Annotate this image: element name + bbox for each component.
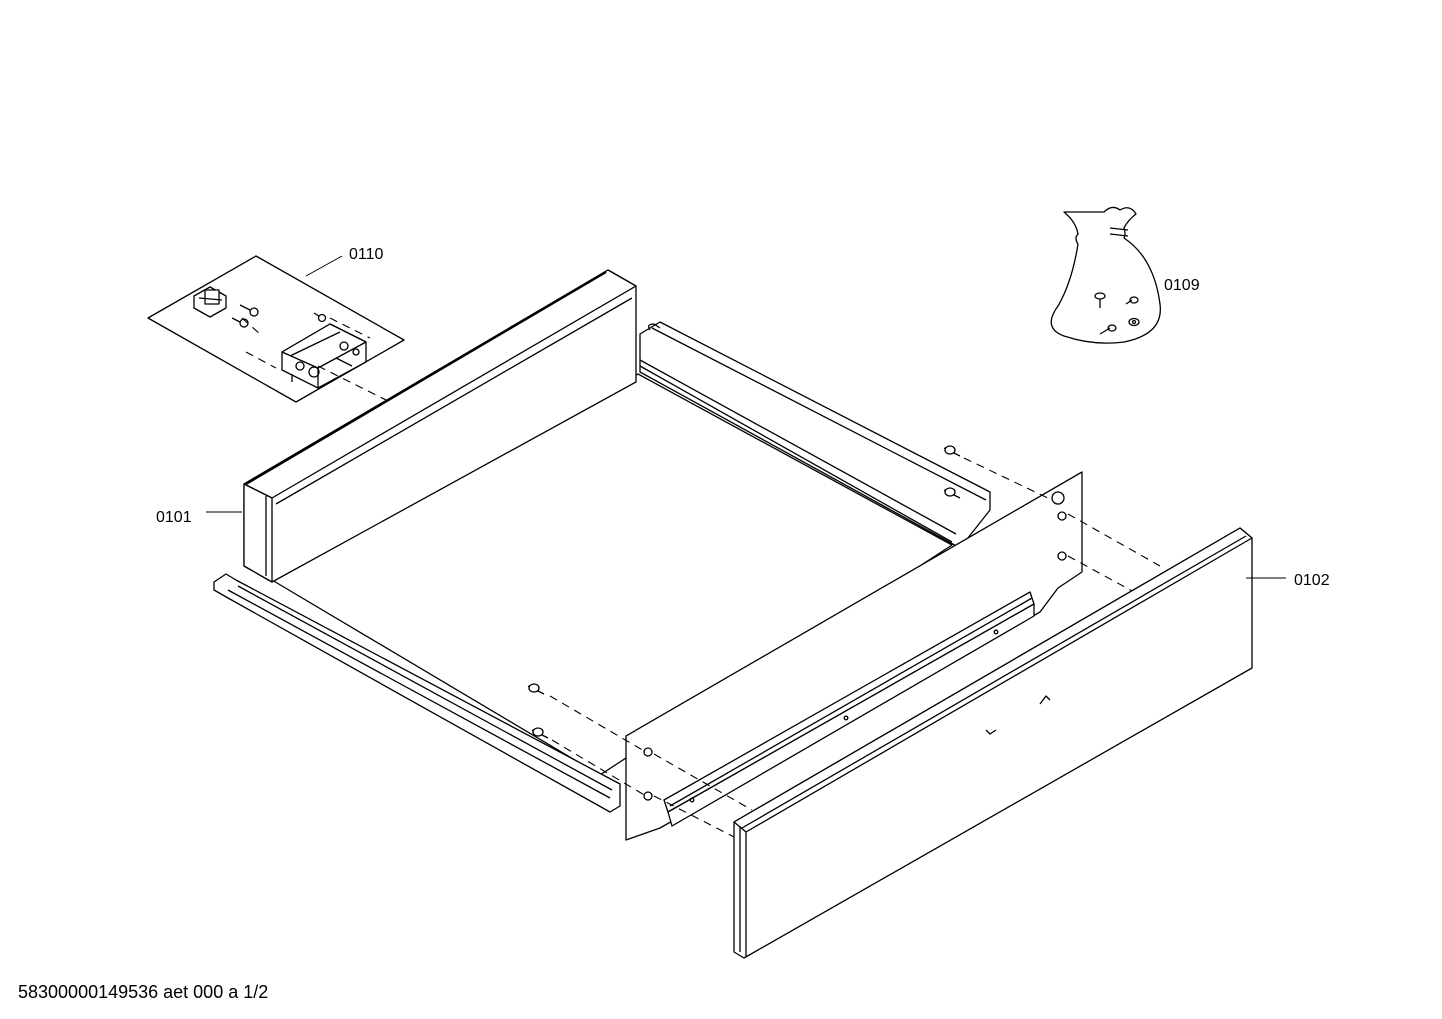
callout-0102: 0102 <box>1294 572 1330 589</box>
hole-large <box>1051 491 1065 505</box>
screw-small-2 <box>231 317 249 328</box>
screw-small-3 <box>313 312 327 323</box>
part-0101-drawer-body <box>213 269 1083 841</box>
callout-0110: 0110 <box>349 246 384 263</box>
drawer-back-wall <box>243 269 637 583</box>
bag-screw-2 <box>1125 296 1139 305</box>
callout-0109: 0109 <box>1164 277 1200 294</box>
callout-0101: 0101 <box>156 509 192 526</box>
fascia-mark-2 <box>1039 695 1051 705</box>
screw-front-right-2 <box>943 487 961 499</box>
runner-block-part <box>281 323 367 389</box>
drawer-front-inner-panel <box>625 471 1083 841</box>
assembly-plane <box>147 255 405 403</box>
part-0102-front-fascia <box>733 527 1253 959</box>
fascia-mark-1 <box>985 729 997 735</box>
bag-screw-4 <box>1128 317 1140 327</box>
bag-screw-1 <box>1094 292 1106 308</box>
part-0109-screw-bag <box>1050 206 1161 344</box>
screw-front-left-2 <box>531 727 647 797</box>
part-0110-assembly <box>147 255 405 405</box>
bag-screw-3 <box>1099 324 1117 335</box>
screw-front-right-1 <box>943 445 1053 501</box>
right-rail <box>639 321 991 549</box>
bracket-part <box>193 286 227 318</box>
screw-front-left-1 <box>527 683 647 753</box>
document-code: 58300000149536 aet 000 a 1/2 <box>18 982 269 1002</box>
screw-small-1 <box>239 304 259 317</box>
